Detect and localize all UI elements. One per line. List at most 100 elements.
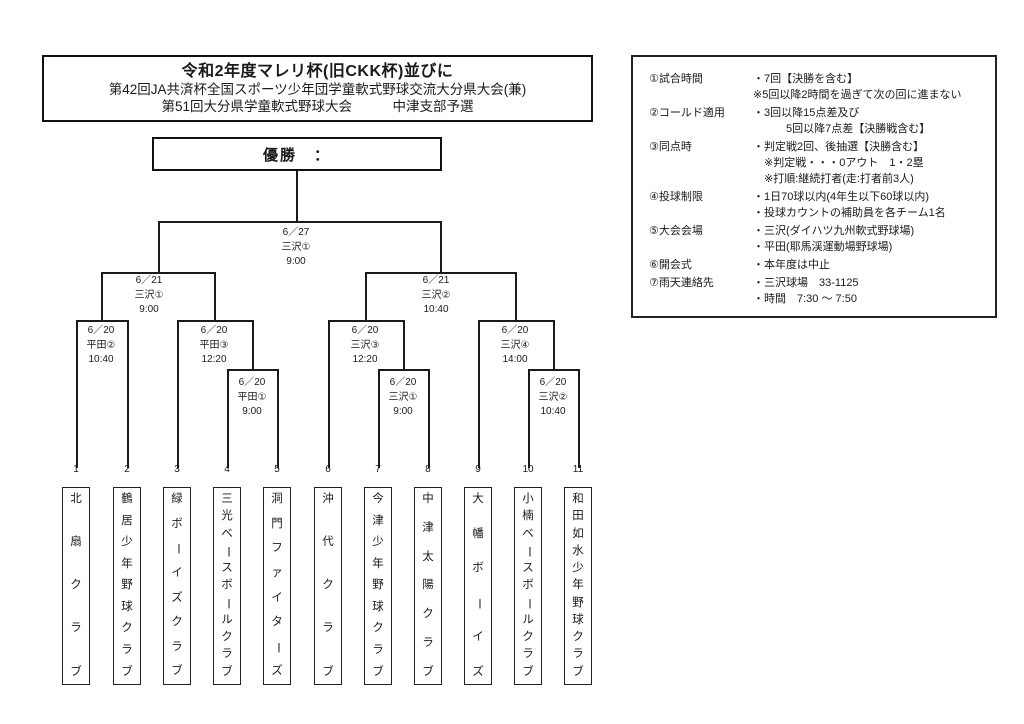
team-name-char: ボ: [221, 579, 233, 592]
team-name-char: 北: [70, 493, 82, 505]
bracket-line: [158, 221, 160, 274]
rule-item-lines: ・3回以降15点差及び 5回以降7点差【決勝戦含む】: [753, 105, 989, 137]
champion-label: 優勝 ：: [262, 146, 331, 164]
rule-item: ⑦雨天連絡先・三沢球場 33-1125・時間 7:30 〜 7:50: [649, 275, 989, 307]
match-time: 10:40: [88, 354, 114, 365]
team-name-char: 少: [572, 562, 584, 574]
rule-item-lines: ・7回【決勝を含む】※5回以降2時間を過ぎて次の回に進まない: [753, 71, 989, 103]
team-name-char: ブ: [221, 665, 233, 678]
bracket-line: [127, 320, 129, 468]
team-name-char: 大: [472, 493, 484, 505]
team-name-char: ラ: [572, 648, 584, 661]
rule-item-line: ・時間 7:30 〜 7:50: [753, 293, 857, 305]
rule-item-line: ・本年度は中止: [753, 259, 830, 271]
rule-item-line: ※判定戦・・・0アウト 1・2塁: [753, 157, 924, 169]
match-date: 6／20: [351, 325, 379, 336]
team-name-char: 野: [572, 596, 584, 609]
match-date: 6／20: [200, 325, 228, 336]
bracket-line: [296, 171, 298, 223]
team-name-char: ル: [522, 613, 534, 626]
team-name-char: ラ: [422, 636, 434, 649]
team-name-char: ー: [271, 641, 284, 654]
team-name-char: ー: [221, 545, 234, 558]
rule-item-label: ⑥開会式: [649, 259, 692, 271]
team-name-char: ー: [472, 597, 485, 610]
team-name-char: ブ: [322, 665, 334, 678]
match-venue: 三沢③: [350, 339, 380, 351]
bracket-line: [578, 369, 580, 468]
team-name-char: ク: [322, 579, 334, 592]
bracket-line: [76, 320, 78, 468]
team-name-char: 水: [572, 544, 584, 557]
bracket-line: [365, 272, 367, 322]
team-name-char: 年: [572, 579, 584, 592]
rule-item-line: ※5回以降2時間を過ぎて次の回に進まない: [753, 89, 962, 101]
team-seed: 4: [224, 464, 230, 475]
team-name-char: フ: [271, 542, 283, 555]
team-box: 大幡ボーイズ: [464, 487, 492, 685]
team-name-char: ー: [522, 545, 535, 558]
bracket-line: [101, 272, 103, 322]
rule-item-lines: ・三沢球場 33-1125 ・時間 7:30 〜 7:50: [753, 275, 989, 307]
team-name-char: ラ: [372, 643, 384, 656]
match-time: 9:00: [393, 406, 413, 417]
team-name-char: ァ: [271, 566, 283, 579]
team-seed: 10: [522, 464, 534, 475]
team-name-char: ラ: [322, 622, 334, 635]
bracket-line: [177, 320, 179, 468]
rule-item: ②コールド適用・3回以降15点差及び 5回以降7点差【決勝戦含む】: [649, 105, 989, 137]
rule-item-line: ・投球カウントの補助員を各チーム1名: [753, 207, 946, 219]
team-name-char: 中: [422, 493, 434, 505]
team-name-char: 陽: [422, 579, 434, 592]
rule-item-lines: ・本年度は中止: [753, 257, 989, 273]
team-name-char: ー: [221, 597, 234, 610]
team-name-char: ブ: [522, 665, 534, 678]
team-name-char: 野: [121, 579, 133, 592]
match-venue: 三沢④: [500, 339, 530, 351]
team-name-char: 鶴: [121, 493, 133, 505]
team-seed: 1: [73, 464, 79, 475]
rule-item-line: 5回以降7点差【決勝戦含む】: [753, 123, 931, 135]
bracket-line: [428, 369, 430, 468]
rule-item-line: ・平田(耶馬渓運動場野球場): [753, 241, 893, 253]
bracket-line: [158, 221, 442, 223]
team-name-char: ク: [70, 579, 82, 592]
tournament-title: 令和2年度マレリ杯(旧CKK杯)並びに: [181, 62, 454, 80]
rule-item-line: ・三沢球場 33-1125: [753, 277, 859, 289]
match-date: 6／20: [87, 325, 115, 336]
team-name-char: 門: [271, 517, 283, 530]
match-date: 6／21: [135, 275, 163, 286]
team-name-char: 球: [372, 600, 384, 613]
match-venue: 三沢②: [538, 391, 568, 403]
team-name-char: ク: [372, 622, 384, 635]
rule-item-lines: ・1日70球以内(4年生以下60球以内)・投球カウントの補助員を各チーム1名: [753, 189, 989, 221]
team-name-char: 津: [422, 521, 434, 534]
team-name-char: ベ: [221, 527, 233, 540]
team-name-char: ス: [522, 562, 534, 574]
team-name-char: 今: [372, 493, 384, 505]
team-name-char: 少: [372, 536, 384, 549]
match-time: 14:00: [502, 354, 528, 365]
match-date: 6／20: [539, 377, 567, 388]
rule-item-label: ④投球制限: [649, 191, 703, 203]
team-name-char: 田: [572, 510, 584, 523]
team-name-char: 代: [322, 536, 334, 549]
team-name-char: ク: [572, 631, 584, 643]
team-name-char: イ: [271, 591, 283, 604]
team-name-char: 少: [121, 536, 133, 549]
team-seed: 11: [572, 464, 584, 475]
team-name-char: 居: [121, 514, 133, 527]
rule-item-label: ①試合時間: [649, 73, 703, 85]
team-box: 鶴居少年野球クラブ: [113, 487, 141, 685]
team-box: 北扇クラブ: [62, 487, 90, 685]
